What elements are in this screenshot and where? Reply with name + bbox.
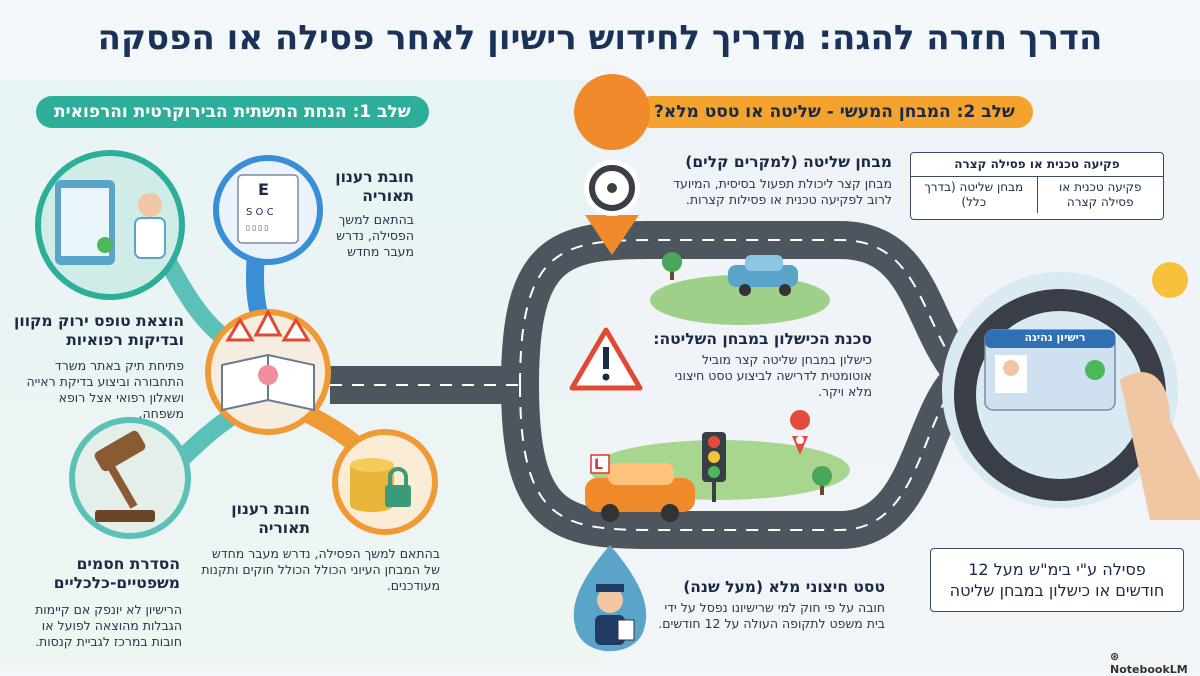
main-road (330, 221, 976, 549)
license-steering-icon (942, 262, 1200, 520)
failure-risk-body: כישלון במבחן שליטה קצר מוביל אוטומטית לד… (674, 352, 872, 399)
notebook-icon: ⊛ (1110, 650, 1120, 663)
steering-wheel-pin-icon (574, 74, 651, 255)
stage1-label: שלב 1: הנחת התשתית הבירוקרטית והרפואית (36, 96, 429, 128)
control-test-heading: מבחן שליטה (למקרים קלים) (685, 153, 892, 171)
svg-text:L: L (594, 457, 603, 473)
gavel-icon (69, 417, 191, 539)
medical-tablet-icon (35, 150, 185, 300)
table-title: פקיעה טכנית או פסילה קצרה (911, 153, 1163, 177)
barriers-heading: הסדרת חסמים משפטיים-כלכליים (53, 555, 180, 592)
court-condition-box: פסילה ע"י בימ"ש מעל 12 חודשים או כישלון … (930, 548, 1184, 612)
page-title: הדרך חזרה להגה: מדריך לחידוש רישיון לאחר… (97, 18, 1103, 58)
full-test-body: חובה על פי חוק למי שרישיונו נפסל על ידי … (658, 600, 885, 631)
traffic-light-icon (702, 432, 726, 502)
branding-label: ⊛ NotebookLM (1110, 650, 1200, 676)
theory-top-body: בהתאם למשך הפסילה, נדרש מעבר מחדש (336, 212, 414, 259)
coins-lock-icon (332, 429, 438, 535)
rulebook-icon (205, 308, 331, 435)
license-card-label: רישיון נהיגה (1024, 331, 1086, 344)
full-test-heading: טסט חיצוני מלא (מעל שנה) (683, 578, 885, 596)
table-cell-left: מבחן שליטה (בדרך כלל) (924, 180, 1024, 209)
tree-icon (812, 466, 832, 495)
control-test-body: מבחן קצר ליכולת תפעול בסיסית, המיועד לרו… (673, 176, 892, 207)
theory-bottom-heading: חובת רענון תאוריה (231, 500, 310, 537)
svg-text:S O C: S O C (246, 207, 274, 218)
table-cell-right: פקיעה טכנית או פסילה קצרה (1036, 177, 1164, 213)
car-icon (728, 255, 798, 296)
comparison-table: פקיעה טכנית או פסילה קצרה פקיעה טכנית או… (910, 152, 1164, 220)
svg-text:E: E (258, 180, 269, 199)
warning-icon (569, 327, 643, 391)
green-form-body: פתיחת תיק באתר משרד התחבורה וביצוע בדיקת… (26, 358, 185, 421)
learner-car-icon: L (585, 454, 695, 522)
failure-risk-heading: סכנת הכישלון במבחן השליטה: (653, 330, 872, 348)
examiner-icon (573, 545, 647, 652)
barriers-body: הרישיון לא יונפק אם קיימות הגבלות מהוצאה… (35, 602, 182, 649)
theory-bottom-body: בהתאם למשך הפסילה, נדרש מעבר מחדש של המב… (201, 546, 440, 593)
svg-text:▯ ▯ ▯ ▯: ▯ ▯ ▯ ▯ (246, 224, 268, 232)
theory-top-heading: חובת רענון תאוריה (335, 168, 414, 205)
green-form-heading: הוצאת טופס ירוק מקוון ובדיקות רפואיות (14, 312, 184, 349)
tree-icon (662, 252, 682, 280)
eye-chart-icon: E S O C ▯ ▯ ▯ ▯ (213, 155, 323, 265)
map-pin-icon (790, 410, 811, 455)
stage2-label: שלב 2: המבחן המעשי - שליטה או טסט מלא? (636, 96, 1033, 128)
